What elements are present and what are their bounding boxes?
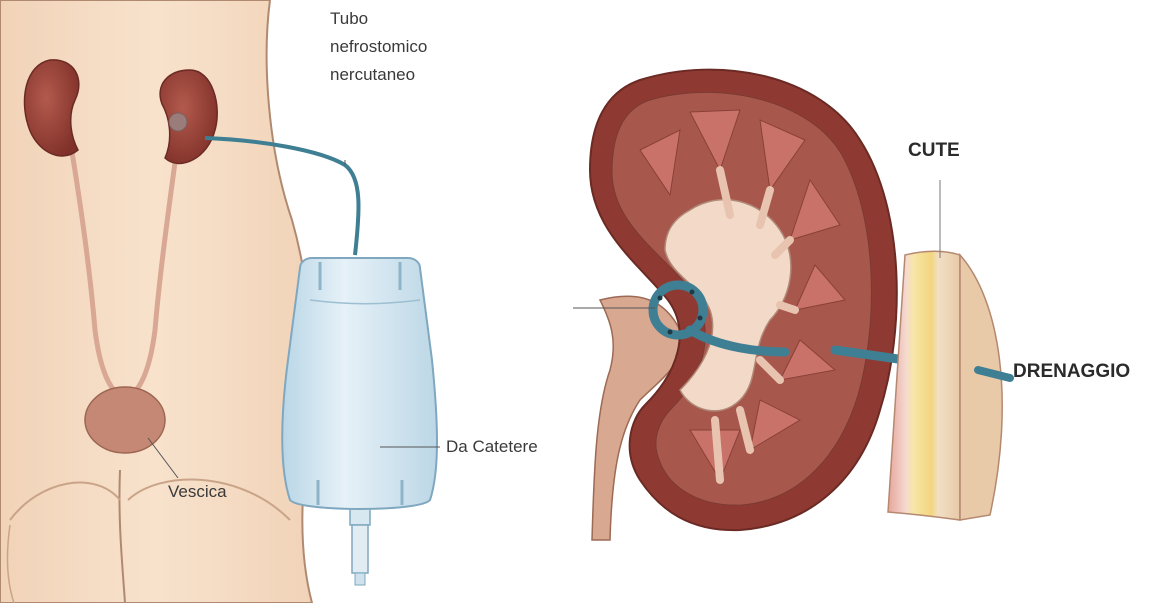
bag-label: Da Catetere (446, 436, 538, 458)
drainage-bag (282, 258, 437, 585)
tube-label-line3: nercutaneo (330, 64, 415, 86)
tube-label-line1: Tubo (330, 8, 368, 30)
skin-label: CUTE (908, 140, 960, 162)
bladder-label: Vescica (168, 481, 227, 503)
kidney-cross-section (590, 70, 897, 540)
skin-layers (888, 251, 1010, 520)
bladder (85, 387, 165, 453)
drainage-label: DRENAGGIO (1013, 361, 1130, 383)
tube-label-line2: nefrostomico (330, 36, 427, 58)
